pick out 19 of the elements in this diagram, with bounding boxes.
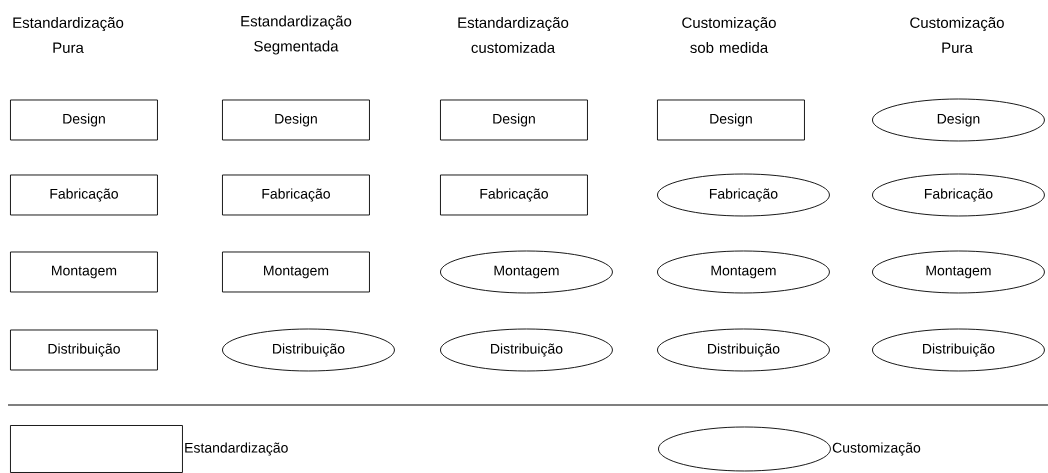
process-box: Fabricação bbox=[10, 174, 158, 216]
node-label: Customização bbox=[832, 442, 921, 456]
node-label: Estandardização bbox=[185, 442, 288, 456]
process-box: Fabricação bbox=[440, 174, 588, 216]
process-box: Montagem bbox=[222, 251, 370, 293]
process-box: Design bbox=[222, 99, 370, 141]
sample-shape bbox=[10, 425, 183, 473]
process-box: Design bbox=[440, 99, 588, 141]
column-heading: Customização Pura bbox=[910, 17, 1004, 53]
column-heading: Estandardização customizada bbox=[458, 17, 569, 53]
column-heading: Estandardização Segmentada bbox=[241, 15, 352, 55]
process-box: Design bbox=[10, 99, 158, 141]
process-box: Montagem bbox=[10, 251, 158, 293]
process-box: Design bbox=[657, 99, 805, 141]
column-heading: Customização sob medida bbox=[682, 17, 776, 53]
column-heading: Estandardização Pura bbox=[13, 17, 124, 53]
sample-shape bbox=[658, 426, 831, 472]
process-box: Fabricação bbox=[222, 174, 370, 216]
process-box: Distribuição bbox=[10, 329, 158, 371]
